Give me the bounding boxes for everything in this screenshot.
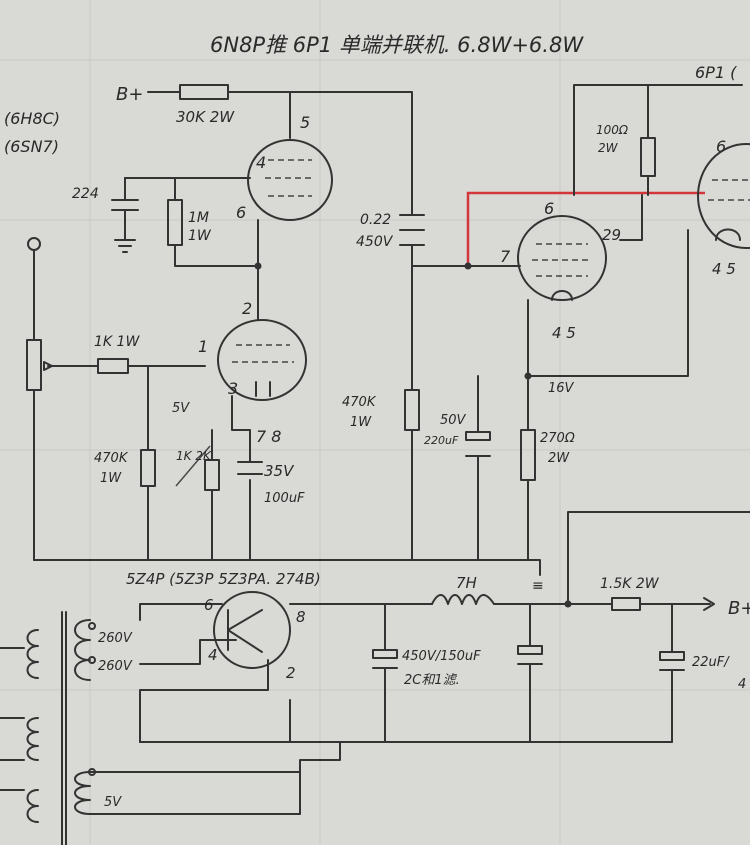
potentiometer xyxy=(26,237,53,391)
label-r-270-w: 2W xyxy=(548,451,570,466)
label-r-100-w: 2W xyxy=(598,141,619,155)
label-cap-450v: 450V/150uF xyxy=(402,649,481,664)
label-tr-5v: 5V xyxy=(104,795,122,810)
capacitor-022 xyxy=(399,214,425,246)
label-r-1m-w: 1W xyxy=(188,228,212,244)
label-cap-50v: 50V xyxy=(440,413,467,428)
capacitor-450v xyxy=(372,649,398,669)
junctions xyxy=(254,262,572,608)
ground-mark: ≡ xyxy=(532,578,544,594)
label-6p1-right: 6P1 ( xyxy=(695,63,737,82)
label-r-1k: 1K 1W xyxy=(94,334,140,350)
resistor-470k-mid xyxy=(404,389,420,431)
schematic-title: 6N8P推 6P1 单端并联机. 6.8W+6.8W xyxy=(210,33,584,57)
label-tube-left-b: (6SN7) xyxy=(4,137,59,156)
capacitor-22uf xyxy=(659,651,685,671)
label-cap-22uf: 22uF/ xyxy=(692,655,730,670)
pin-t3-6: 6 xyxy=(544,199,554,218)
resistor-30k xyxy=(179,84,229,100)
label-r-270: 270Ω xyxy=(540,431,575,446)
label-r-30k: 30K 2W xyxy=(176,108,235,126)
label-r-1k5: 1.5K 2W xyxy=(600,576,660,592)
pin-numbers: 5 4 6 2 1 3 7 8 6 29 7 4 5 6 4 5 6 8 4 2… xyxy=(198,113,736,682)
resistor-1k xyxy=(97,358,129,374)
resistor-100 xyxy=(640,137,656,177)
tube-6p1-b xyxy=(697,143,750,249)
rectifier-tube xyxy=(213,591,291,669)
pin-t2-2: 2 xyxy=(242,299,252,318)
label-tube-left-a: (6H8C) xyxy=(4,109,60,128)
resistor-470k-left xyxy=(140,449,156,487)
label-cap-022: 0.22 xyxy=(360,212,391,228)
pin-t2-3: 3 xyxy=(228,379,238,398)
label-b-plus-in: B+ xyxy=(116,84,143,105)
label-rectifier: 5Z4P (5Z3P 5Z3PA. 274B) xyxy=(126,570,321,588)
pin-t1-5: 5 xyxy=(300,113,310,132)
label-cap-note: 2C和1滤. xyxy=(404,673,460,688)
labels: B+ 30K 2W (6H8C) (6SN7) 6P1 ( 224 1M 1W … xyxy=(4,63,750,810)
pin-t3-45: 4 5 xyxy=(552,324,576,342)
capacitor-224 xyxy=(111,199,139,211)
tube-6n8p-upper xyxy=(247,139,333,221)
label-v-16: 16V xyxy=(548,381,575,396)
pin-r-8: 8 xyxy=(296,608,306,626)
label-cap-022-v: 450V xyxy=(356,234,394,250)
resistor-270 xyxy=(520,429,536,481)
label-cap-100uf: 100uF xyxy=(264,491,305,506)
pin-t3-7: 7 xyxy=(500,247,511,266)
capacitor-35v xyxy=(237,461,263,475)
wiring xyxy=(0,84,750,845)
pin-r-6: 6 xyxy=(204,596,214,614)
resistor-cathode-t2 xyxy=(175,445,220,491)
label-cap-224: 224 xyxy=(72,186,99,202)
pin-r-4: 4 xyxy=(208,646,218,664)
pin-t1-6: 6 xyxy=(236,203,246,222)
label-choke: 7H xyxy=(456,574,477,592)
label-b-plus-out: B+ xyxy=(728,598,750,619)
label-cap-22uf-b: 4 xyxy=(738,677,746,692)
transformer-taps xyxy=(88,622,96,776)
pin-t2-1: 1 xyxy=(198,337,208,356)
pin-t4-45: 4 5 xyxy=(712,260,736,278)
pin-t3-29: 29 xyxy=(602,226,621,244)
label-r-1m: 1M xyxy=(188,210,209,226)
label-r-470k-mid-w: 1W xyxy=(350,415,372,430)
pin-t2-78: 7 8 xyxy=(256,427,281,446)
choke-7h xyxy=(431,594,495,605)
label-tr-260b: 260V xyxy=(98,659,133,674)
label-r-470k-left: 470K xyxy=(94,451,129,466)
signal-link-red xyxy=(466,191,705,266)
pin-t1-4: 4 xyxy=(256,153,266,172)
label-v-5: 5V xyxy=(172,401,190,416)
pin-t4-6: 6 xyxy=(716,137,726,156)
tube-6p1-a xyxy=(517,215,607,301)
label-r-470k-left-w: 1W xyxy=(100,471,122,486)
pin-r-2: 2 xyxy=(286,664,296,682)
label-r-100: 100Ω xyxy=(596,123,629,137)
label-cap-35v: 35V xyxy=(264,462,295,480)
label-r-1k2k: 1K 2K xyxy=(176,449,212,463)
resistor-1m xyxy=(167,199,183,246)
capacitor-50v xyxy=(465,431,491,457)
resistor-1k5 xyxy=(611,597,641,611)
capacitor-450v-b xyxy=(517,645,543,665)
label-r-470k-mid: 470K xyxy=(342,395,377,410)
label-tr-260a: 260V xyxy=(98,631,133,646)
tube-6n8p-lower xyxy=(217,319,307,401)
label-cap-220uf: 220uF xyxy=(424,434,459,447)
